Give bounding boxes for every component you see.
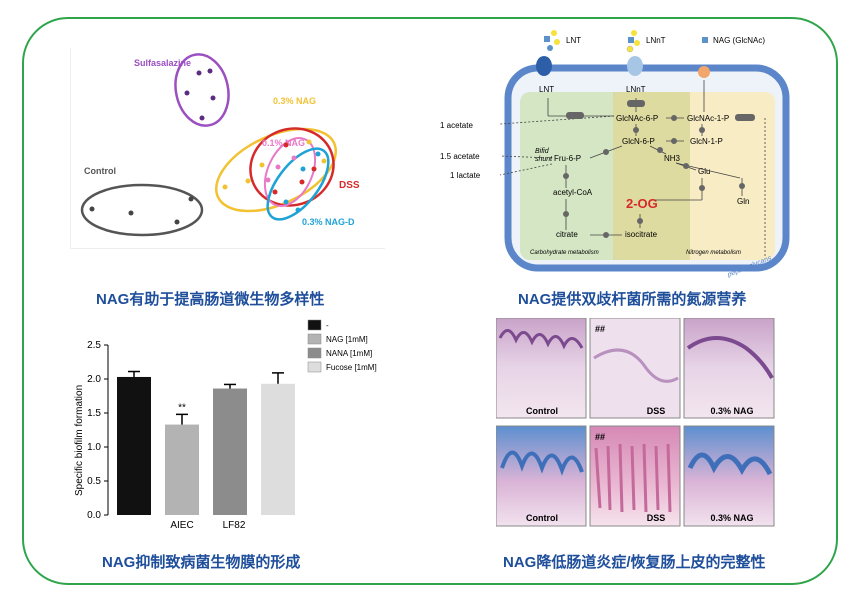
nag01-label: 0.1% NAG (262, 138, 305, 148)
lnt-transporter (536, 56, 552, 76)
histo-label-control-2: Control (526, 513, 558, 523)
nh3-node: NH3 (664, 154, 681, 163)
histology-panel: Control DSS 0.3% NAG Control DSS 0.3% NA… (495, 317, 776, 530)
pathway-diagram: LNT LNnT NAG (GlcNAc) LNT LNnT GlcNAc-6-… (440, 30, 790, 279)
group-label-aiec: AIEC (170, 520, 193, 531)
rounded-frame (22, 17, 838, 585)
y-tick-label: 1.0 (87, 442, 101, 453)
caption-bottom-left: NAG抑制致病菌生物膜的形成 (102, 554, 301, 571)
lnnt-transporter (627, 56, 643, 76)
histology-grid: Control DSS 0.3% NAG Control DSS 0.3% NA… (495, 317, 775, 527)
glu-node: Glu (698, 167, 710, 176)
y-axis: 0.0 0.5 1.0 1.5 2.0 2.5 (87, 340, 109, 521)
histology-nag-he (683, 317, 775, 419)
citrate-node: citrate (556, 230, 578, 239)
pathway-panel: LNT LNnT NAG (GlcNAc) LNT LNnT GlcNAc-6-… (440, 28, 810, 279)
histology-control-he (495, 317, 587, 419)
sulfasalazine-ellipse (174, 53, 230, 127)
carb-label: Carbohydrate metabolism (530, 250, 599, 256)
glcnac6p-node: GlcNAc-6-P (616, 114, 658, 123)
lnt-legend-icon (544, 30, 560, 51)
chart-legend: - NAG [1mM] NANA [1mM] Fucose [1mM] (307, 319, 377, 373)
control-label: Control (84, 166, 116, 176)
histo-label-nag-1: 0.3% NAG (710, 406, 753, 416)
nitro-label: Nitrogen metabolism (686, 250, 741, 256)
nag-legend: NAG (GlcNAc) (713, 36, 765, 45)
dss-ellipse (249, 127, 335, 207)
glcn6p-node: GlcN-6-P (622, 137, 655, 146)
legend-label-3: Fucose [1mM] (326, 363, 377, 372)
glcn1p-node: GlcN-1-P (690, 137, 723, 146)
dss-mark-1: ## (595, 324, 605, 334)
histo-label-control-1: Control (526, 406, 558, 416)
nag-legend-icon (702, 37, 708, 43)
significance-mark: ** (178, 402, 186, 413)
isocitrate-node: isocitrate (625, 230, 658, 239)
histology-nag-ab (683, 425, 775, 527)
acetylcoa-node: acetyl-CoA (553, 188, 593, 197)
caption-top-right: NAG提供双歧杆菌所需的氮源营养 (518, 291, 747, 308)
histo-label-dss-1: DSS (647, 406, 666, 416)
pca-panel: Sulfasalazine 0.3% NAG DSS 0.1% NAG 0.3%… (62, 42, 392, 262)
caption-bottom-right: NAG降低肠道炎症/恢复肠上皮的完整性 (503, 554, 766, 571)
y-tick-label: 2.0 (87, 374, 101, 385)
group-label-lf82: LF82 (223, 520, 246, 531)
legend-label-0: - (326, 321, 329, 330)
dss-label: DSS (339, 180, 360, 191)
lnnt-node: LNnT (626, 85, 646, 94)
legend-label-1: NAG [1mM] (326, 335, 368, 344)
shunt-label: shunt (535, 156, 553, 163)
bar-3 (261, 383, 295, 515)
overlap-region (613, 92, 690, 260)
dss-mark-2: ## (595, 432, 605, 442)
y-axis-label: Specific biofilm formation (74, 385, 85, 496)
nag03-label: 0.3% NAG (273, 96, 316, 106)
histology-dss-he (589, 317, 681, 419)
nagd-ellipse (266, 147, 330, 221)
2og-node: 2-OG (626, 196, 658, 211)
legend-swatch-1 (307, 333, 322, 345)
y-tick-label: 1.5 (87, 408, 101, 419)
caption-top-left: NAG有助于提高肠道微生物多样性 (96, 291, 325, 308)
bar-1 (165, 424, 199, 515)
bar-0 (117, 376, 151, 515)
bifid-label: Bifid (535, 148, 550, 155)
bars: ** AIEC LF82 (117, 370, 295, 531)
acetate15-output: 1.5 acetate (440, 152, 480, 161)
control-ellipse (80, 183, 204, 237)
histology-control-ab (495, 425, 587, 527)
histo-label-nag-2: 0.3% NAG (710, 513, 753, 523)
gln-node: Gln (737, 197, 749, 206)
lnnt-legend-icon (626, 30, 640, 53)
nag03-ellipse (214, 127, 338, 213)
histology-dss-ab (589, 425, 681, 527)
legend-swatch-3 (307, 361, 322, 373)
histo-label-dss-2: DSS (647, 513, 666, 523)
lnt-node: LNT (539, 85, 554, 94)
legend-swatch-0 (307, 319, 322, 331)
legend-label-2: NANA [1mM] (326, 349, 372, 358)
nagd-label: 0.3% NAG-D (302, 217, 355, 227)
lnnt-legend: LNnT (646, 36, 666, 45)
biofilm-bar-chart: 0.0 0.5 1.0 1.5 2.0 2.5 ** AIEC LF82 - NAG [1mM]… (74, 319, 377, 531)
biofilm-chart-panel: 0.0 0.5 1.0 1.5 2.0 2.5 ** AIEC LF82 - NAG [1mM]… (60, 316, 400, 536)
lnt-legend: LNT (566, 36, 581, 45)
bar-2 (213, 388, 247, 515)
lactate-output: 1 lactate (450, 171, 481, 180)
acetate1-output: 1 acetate (440, 121, 473, 130)
pca-plot: Sulfasalazine 0.3% NAG DSS 0.1% NAG 0.3%… (70, 48, 385, 249)
legend-swatch-2 (307, 347, 322, 359)
y-tick-label: 0.5 (87, 476, 101, 487)
y-tick-label: 0.0 (87, 510, 101, 521)
nag01-ellipse (263, 137, 317, 207)
y-tick-label: 2.5 (87, 340, 101, 351)
fru6p-node: Fru-6-P (554, 154, 581, 163)
glcnac1p-node: GlcNAc-1-P (687, 114, 729, 123)
sulfasalazine-label: Sulfasalazine (134, 58, 191, 68)
nag-transporter (698, 66, 710, 78)
